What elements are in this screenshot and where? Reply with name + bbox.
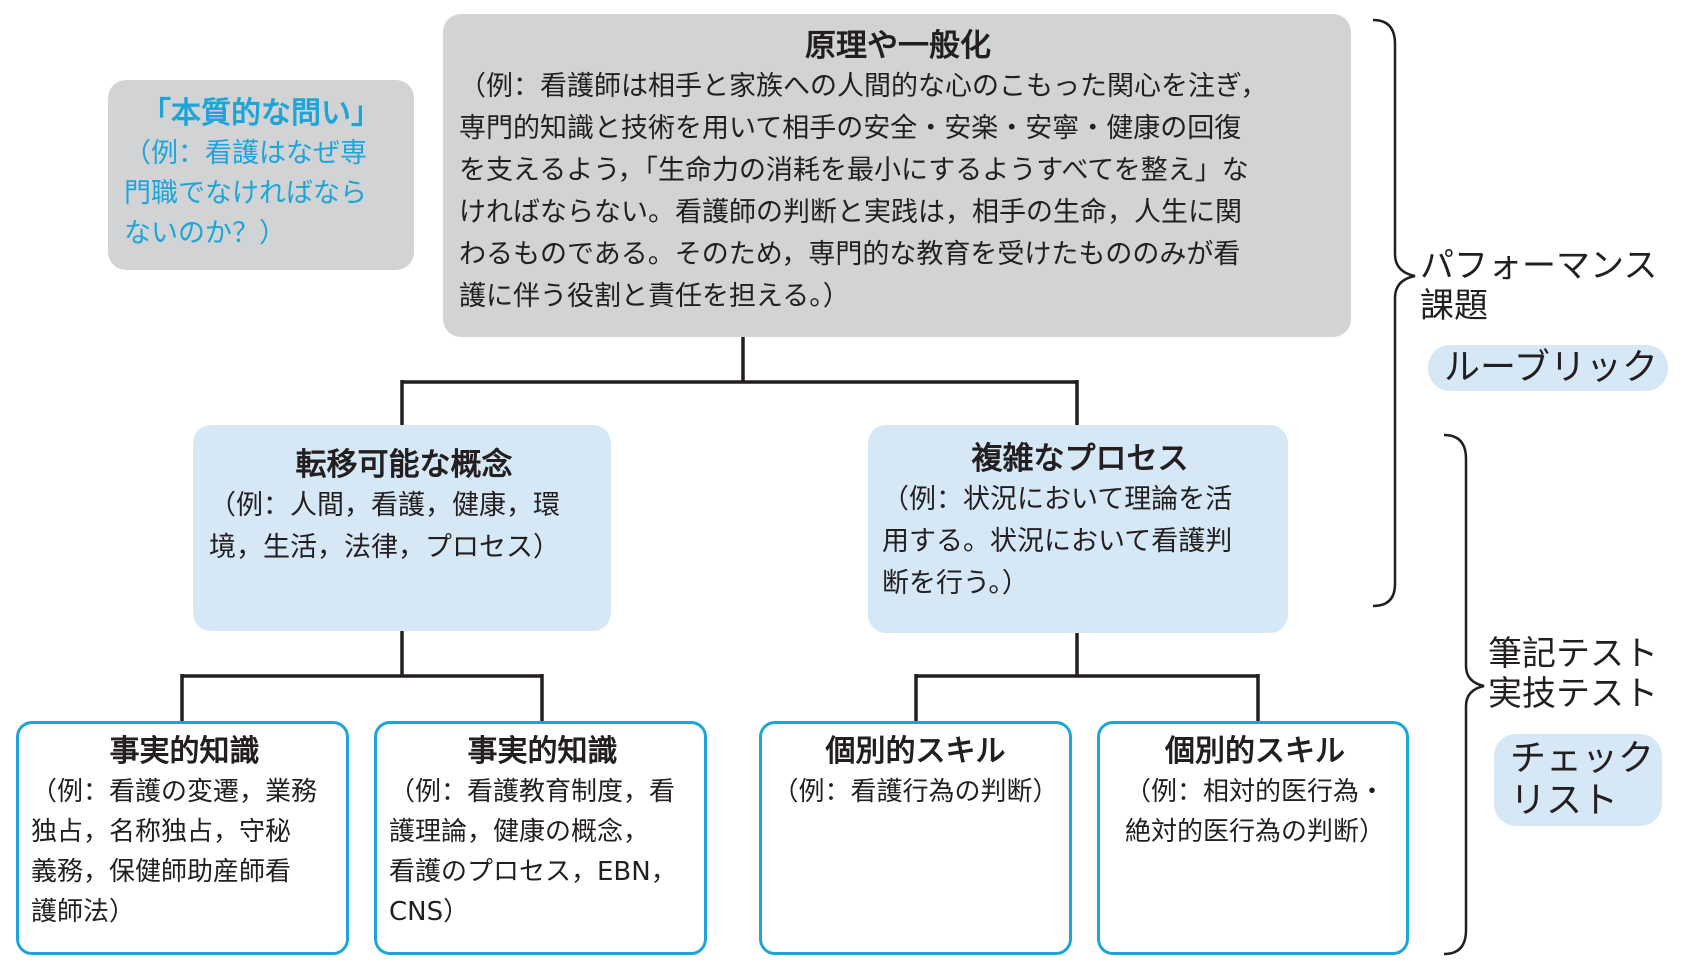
factual-knowledge-title-2: 事実的知識: [467, 734, 618, 769]
factual-knowledge-example-2: （例：看護教育制度，看 護理論，健康の概念， 看護のプロセス，EBN， CNS）: [389, 777, 677, 927]
discrete-skills-title-2: 個別的スキル: [1165, 734, 1345, 769]
principles-title: 原理や一般化: [805, 28, 991, 64]
rubric-pill: ルーブリック: [1428, 345, 1668, 391]
discrete-skills-box-2: 個別的スキル （例：相対的医行為・ 絶対的医行為の判断）: [1097, 721, 1409, 955]
discrete-skills-example-1: （例：看護行為の判断）: [772, 777, 1059, 807]
essential-question-example: （例：看護はなぜ専 門職でなければなら ないのか？）: [124, 138, 367, 249]
complex-processes-box: 複雑なプロセス （例：状況において理論を活 用する。状況において看護判 断を行う…: [868, 425, 1288, 633]
principles-example: （例：看護師は相手と家族への人間的な心のこもった関心を注ぎ， 専門的知識と技術を…: [459, 71, 1268, 312]
transferable-concepts-example: （例：人間，看護，健康，環 境，生活，法律，プロセス）: [209, 490, 560, 563]
performance-task-label: パフォーマンス 課題: [1420, 246, 1658, 326]
factual-knowledge-example-1: （例：看護の変遷，業務 独占，名称独占，守秘 義務，保健師助産師看 護師法）: [31, 777, 318, 927]
upper-bracket: [1372, 18, 1416, 608]
factual-knowledge-title-1: 事実的知識: [109, 734, 260, 769]
complex-processes-example: （例：状況において理論を活 用する。状況において看護判 断を行う。）: [882, 484, 1233, 599]
lower-bracket: [1443, 433, 1485, 956]
complex-processes-title: 複雑なプロセス: [971, 441, 1189, 477]
essential-question-box: 「本質的な問い」 （例：看護はなぜ専 門職でなければなら ないのか？）: [108, 80, 414, 270]
factual-knowledge-box-1: 事実的知識 （例：看護の変遷，業務 独占，名称独占，守秘 義務，保健師助産師看 …: [16, 721, 349, 955]
discrete-skills-example-2: （例：相対的医行為・ 絶対的医行為の判断）: [1124, 777, 1385, 847]
transferable-concepts-box: 転移可能な概念 （例：人間，看護，健康，環 境，生活，法律，プロセス）: [193, 425, 611, 631]
written-practical-test-label: 筆記テスト 実技テスト: [1488, 634, 1658, 714]
discrete-skills-box-1: 個別的スキル （例：看護行為の判断）: [759, 721, 1072, 955]
checklist-pill: チェック リスト: [1494, 734, 1662, 826]
factual-knowledge-box-2: 事実的知識 （例：看護教育制度，看 護理論，健康の概念， 看護のプロセス，EBN…: [374, 721, 707, 955]
discrete-skills-title-1: 個別的スキル: [825, 734, 1006, 769]
essential-question-title: 「本質的な問い」: [141, 96, 381, 131]
principles-box: 原理や一般化 （例：看護師は相手と家族への人間的な心のこもった関心を注ぎ， 専門…: [443, 14, 1351, 337]
transferable-concepts-title: 転移可能な概念: [295, 447, 513, 483]
